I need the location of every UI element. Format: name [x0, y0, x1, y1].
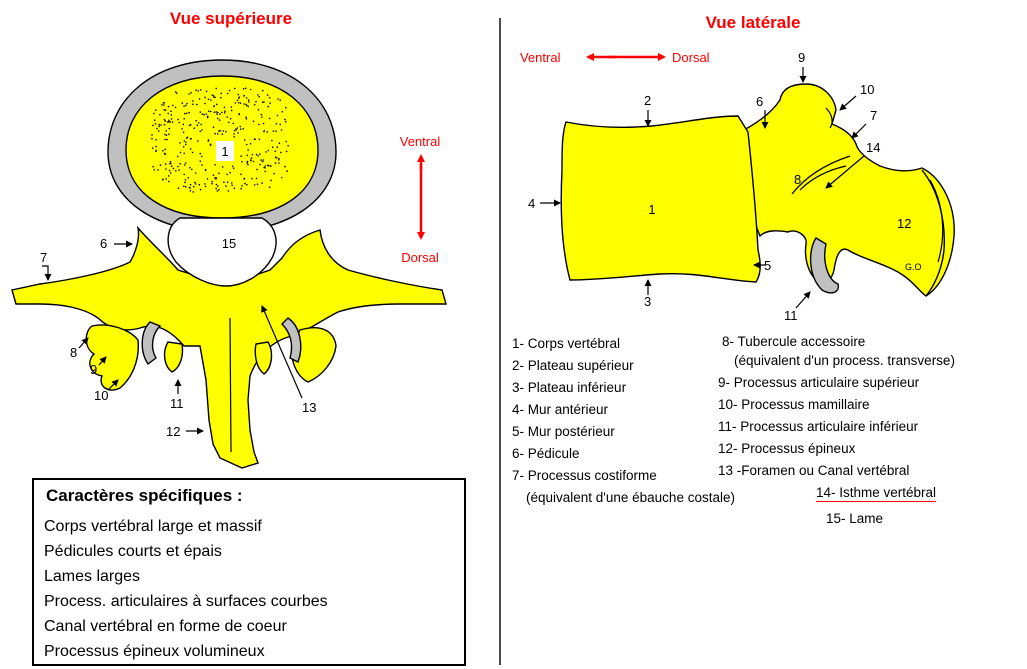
characteristic-item: Process. articulaires à surfaces courbes — [44, 589, 464, 614]
legend-item-7: 7- Processus costiforme — [512, 468, 657, 483]
sup-ventral-label: Ventral — [400, 134, 441, 149]
characteristic-item: Pédicules courts et épais — [44, 539, 464, 564]
legend: 1- Corps vertébral 2- Plateau supérieur … — [512, 330, 1022, 540]
specific-characteristics-heading: Caractères spécifiques : — [46, 486, 464, 506]
legend-item-6: 6- Pédicule — [512, 446, 580, 461]
lat-num-1: 1 — [648, 202, 655, 217]
sup-num-15: 13 — [302, 400, 316, 415]
lat-corner-mark: G.O — [905, 262, 922, 272]
legend-item-9: 9- Processus articulaire supérieur — [718, 375, 919, 390]
legend-item-1: 1- Corps vertébral — [512, 336, 620, 351]
lat-num-11: 11 — [784, 308, 798, 323]
lat-num-14: 14 — [866, 140, 880, 155]
characteristic-item: Processus épineux volumineux — [44, 639, 464, 664]
legend-item-11: 11- Processus articulaire inférieur — [718, 419, 918, 434]
characteristic-item: Canal vertébral en forme de coeur — [44, 614, 464, 639]
lat-num-4: 4 — [528, 196, 535, 211]
legend-item-15: 15- Lame — [826, 511, 883, 526]
lateral-vertebra-drawing — [561, 84, 954, 296]
characteristic-item: Corps vertébral large et massif — [44, 514, 464, 539]
sup-num-9: 9 — [90, 362, 97, 377]
specific-characteristics-box: Caractères spécifiques : Corps vertébral… — [32, 478, 466, 666]
lat-dorsal-label: Dorsal — [672, 50, 710, 65]
sup-num-1: 1 — [221, 144, 228, 159]
sup-dorsal-label: Dorsal — [401, 250, 439, 265]
sup-num-6: 6 — [100, 236, 107, 251]
lat-num-8: 8 — [794, 172, 801, 187]
sup-num-12: 12 — [166, 424, 180, 439]
sup-num-7: 7 — [40, 250, 47, 265]
legend-item-4: 4- Mur antérieur — [512, 402, 608, 417]
lat-num-12: 12 — [897, 216, 911, 231]
lateral-view-title: Vue latérale — [706, 13, 801, 32]
legend-item-12: 12- Processus épineux — [718, 441, 855, 456]
lat-ventral-label: Ventral — [520, 50, 561, 65]
legend-item-7-note: (équivalent d'une ébauche costale) — [526, 490, 735, 505]
superior-view-title: Vue supérieure — [170, 9, 292, 28]
legend-item-5: 5- Mur postérieur — [512, 424, 615, 439]
lat-num-10: 10 — [860, 82, 874, 97]
lat-num-6: 6 — [756, 94, 763, 109]
superior-vertebra-drawing — [12, 60, 446, 468]
legend-item-14: 14- Isthme vertébral — [816, 485, 936, 502]
lat-num-9: 9 — [798, 50, 805, 65]
sup-num-11: 11 — [170, 396, 184, 411]
legend-item-8: 8- Tubercule accessoire — [722, 334, 865, 349]
lat-num-7: 7 — [870, 108, 877, 123]
legend-item-8-note: (équivalent d'un process. transverse) — [734, 353, 955, 368]
legend-item-3: 3- Plateau inférieur — [512, 380, 626, 395]
sup-num-10: 10 — [94, 388, 108, 403]
sup-num-8: 8 — [70, 345, 77, 360]
lat-num-2: 2 — [644, 93, 651, 108]
legend-item-2: 2- Plateau supérieur — [512, 358, 634, 373]
legend-item-10: 10- Processus mamillaire — [718, 397, 870, 412]
sup-num-13: 15 — [222, 236, 236, 251]
characteristic-item: Lames larges — [44, 564, 464, 589]
lat-num-3: 3 — [644, 294, 651, 309]
legend-item-13: 13 -Foramen ou Canal vertébral — [718, 463, 909, 478]
